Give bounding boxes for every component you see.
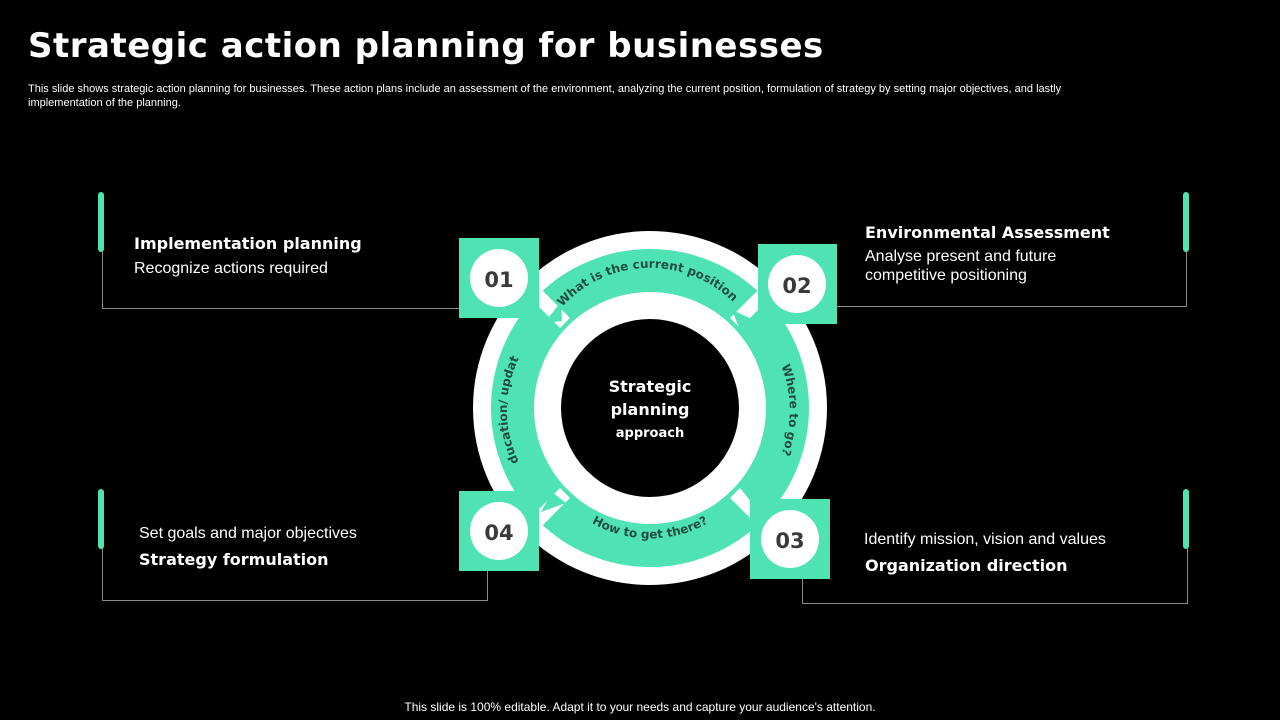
divider-bottom-left [515,488,570,543]
arc-label-right: Where to go? [778,362,800,458]
step-03-frame [802,546,1188,604]
step-04-heading: Strategy formulation [139,550,329,569]
badge-02-number: 02 [782,274,811,298]
divider-top-left [515,273,570,328]
step-01-frame [102,250,461,309]
step-02-frame [836,250,1187,307]
center-line2: planning [611,400,690,419]
outer-ring [473,231,827,585]
step-03-heading: Organization direction [865,556,1068,575]
badge-04-number: 04 [484,521,513,545]
arrow-top [732,310,754,330]
step-03-description: Identify mission, vision and values [864,531,1106,548]
badge-02: 02 [758,244,837,324]
cycle-arrows [541,302,758,512]
badge-01-number: 01 [484,268,513,292]
step-03-accent-bar [1183,489,1189,549]
arrow-left [544,302,562,323]
arrow-bottom [541,492,566,512]
step-01-heading: Implementation planning [134,234,362,253]
badge-01: 01 [459,238,539,318]
step-02-accent-bar [1183,192,1189,252]
badge-03-number: 03 [775,529,804,553]
inner-ring [534,292,766,524]
arc-label-bottom: How to get there? [590,513,710,541]
step-04-description: Set goals and major objectives [139,525,357,542]
divider-top-right [730,273,785,328]
step-02-heading: Environmental Assessment [865,223,1110,242]
arrow-right [740,478,758,503]
step-01-accent-bar [98,192,104,252]
green-band [491,249,809,567]
center-line1: Strategic [609,377,692,396]
step-04-accent-bar [98,489,104,549]
page-title: Strategic action planning for businesses [28,26,824,66]
center-line3: approach [616,426,684,441]
center-disc [561,319,739,497]
step-02-description-line2: competitive positioning [865,267,1027,284]
page-subtitle: This slide shows strategic action planni… [28,83,1062,109]
footer-note: This slide is 100% editable. Adapt it to… [404,700,876,714]
segment-dividers [515,273,785,543]
step-02-description-line1: Analyse present and future [865,248,1057,265]
step-01-description: Recognize actions required [134,260,328,277]
divider-bottom-right [730,488,785,543]
